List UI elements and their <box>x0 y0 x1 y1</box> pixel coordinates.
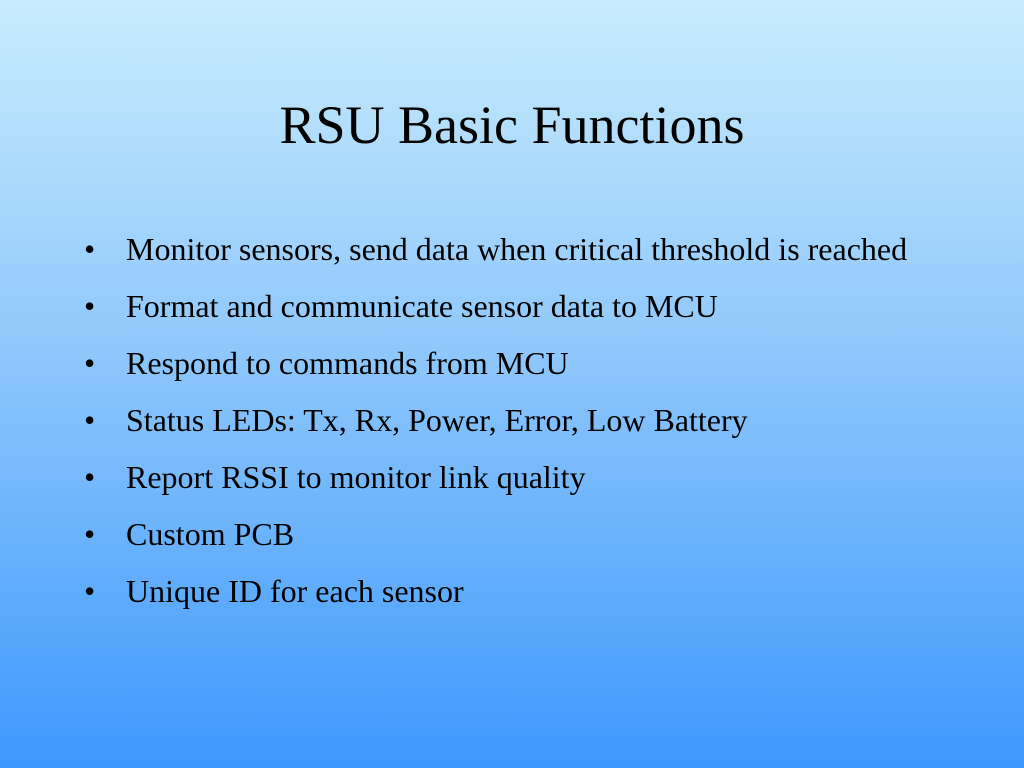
bullet-item: • Custom PCB <box>84 515 944 553</box>
bullet-icon: • <box>84 459 96 495</box>
bullet-text: Status LEDs: Tx, Rx, Power, Error, Low B… <box>126 402 748 438</box>
slide-title: RSU Basic Functions <box>279 95 745 155</box>
bullet-text: Respond to commands from MCU <box>126 345 569 381</box>
bullet-item: • Unique ID for each sensor <box>84 572 944 610</box>
bullet-item: • Format and communicate sensor data to M… <box>84 287 944 325</box>
bullet-item: • Status LEDs: Tx, Rx, Power, Error, Low … <box>84 401 944 439</box>
bullet-icon: • <box>84 516 96 552</box>
bullet-icon: • <box>84 345 96 381</box>
bullet-icon: • <box>84 288 96 324</box>
bullet-text: Unique ID for each sensor <box>126 573 464 609</box>
bullet-text: Custom PCB <box>126 516 295 552</box>
bullet-text: Format and communicate sensor data to MC… <box>126 288 718 324</box>
bullet-icon: • <box>84 573 96 609</box>
bullet-item: • Report RSSI to monitor link quality <box>84 458 944 496</box>
bullet-item: • Monitor sensors, send data when critica… <box>84 230 944 268</box>
bullet-text: Report RSSI to monitor link quality <box>126 459 586 495</box>
bullet-icon: • <box>84 231 96 267</box>
bullet-item: • Respond to commands from MCU <box>84 344 944 382</box>
bullet-list: • Monitor sensors, send data when critica… <box>84 230 944 629</box>
bullet-text: Monitor sensors, send data when critical… <box>126 231 908 267</box>
bullet-icon: • <box>84 402 96 438</box>
